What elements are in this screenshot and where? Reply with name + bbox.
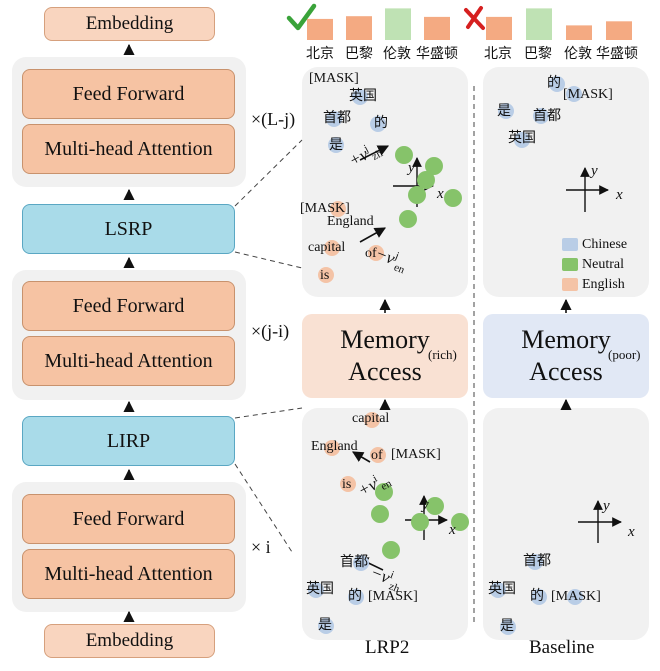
token-de: 的 xyxy=(547,76,561,91)
memory-access-poor: Memory Access xyxy=(483,314,649,398)
bar-label-baseline-0: 北京 xyxy=(484,47,512,62)
bar-label-baseline-1: 巴黎 xyxy=(524,47,552,62)
memory-title-line1: Memory xyxy=(340,325,430,354)
lsrp-block: LSRP xyxy=(22,204,235,254)
axis-y: y xyxy=(603,498,610,514)
bar-label-lrp2-0: 北京 xyxy=(306,47,334,62)
token-of: of xyxy=(365,246,377,261)
token-shoudu: 首都 xyxy=(340,555,368,570)
legend-chinese: Chinese xyxy=(582,237,628,252)
legend-neutral: Neutral xyxy=(582,257,624,272)
bars-lrp2-bar-3 xyxy=(424,16,450,40)
axis-x: x xyxy=(437,186,444,202)
axis-y: y xyxy=(591,163,598,179)
dashed-connectors xyxy=(234,86,475,625)
legend-chinese-swatch xyxy=(562,238,578,251)
token-yingguo: 英国 xyxy=(488,582,516,597)
bar-label-lrp2-3: 华盛顿 xyxy=(416,47,458,62)
bars-lrp2-bar-1 xyxy=(346,16,372,40)
memory-access-rich: Memory Access xyxy=(302,314,468,398)
token-mask: [MASK] xyxy=(309,71,359,86)
chinese-dots xyxy=(308,76,583,635)
multiplier-top: ×(L-j) xyxy=(251,109,296,129)
axis-x: x xyxy=(449,522,456,538)
axis-y: y xyxy=(422,497,429,513)
axis-x: x xyxy=(616,187,623,203)
token-mask: [MASK] xyxy=(368,589,418,604)
bar-label-baseline-2: 伦敦 xyxy=(564,47,592,62)
embedding-bottom: Embedding xyxy=(44,624,215,658)
token-capital: capital xyxy=(308,240,346,255)
memory-title-line2: Access xyxy=(529,357,603,386)
token-yingguo: 英国 xyxy=(306,582,334,597)
legend-english-swatch xyxy=(562,278,578,291)
token-mask: [MASK] xyxy=(563,87,613,102)
embedding-top: Embedding xyxy=(44,7,215,41)
bars-lrp2 xyxy=(307,8,450,40)
check-icon xyxy=(286,3,317,31)
token-shi: 是 xyxy=(497,104,511,119)
caption-baseline: Baseline xyxy=(529,637,595,658)
memory-poor-label: (poor) xyxy=(608,347,641,362)
token-mask: [MASK] xyxy=(551,589,601,604)
cross-icon xyxy=(464,6,485,30)
axis-x: x xyxy=(628,524,635,540)
memory-title-line2: Access xyxy=(348,357,422,386)
neutral-dots xyxy=(371,146,469,559)
memory-rich-label: (rich) xyxy=(428,347,457,362)
token-mask: [MASK] xyxy=(391,447,441,462)
bars-baseline-bar-2 xyxy=(566,25,592,40)
lrp2-upper-panel xyxy=(302,67,468,297)
token-shi: 是 xyxy=(500,619,514,634)
bar-label-baseline-3: 华盛顿 xyxy=(596,47,638,62)
feed-forward-top: Feed Forward xyxy=(22,69,235,119)
bar-label-lrp2-1: 巴黎 xyxy=(345,47,373,62)
bars-lrp2-bar-0 xyxy=(307,18,333,40)
token-shi: 是 xyxy=(329,138,343,153)
token-yingguo: 英国 xyxy=(508,131,536,146)
token-is: is xyxy=(342,477,352,492)
token-shoudu: 首都 xyxy=(533,109,561,124)
token-shi: 是 xyxy=(318,618,332,633)
lirp-block: LIRP xyxy=(22,416,235,466)
token-shoudu: 首都 xyxy=(523,554,551,569)
feed-forward-mid: Feed Forward xyxy=(22,281,235,331)
token-shoudu: 首都 xyxy=(323,111,351,126)
feed-forward-bottom: Feed Forward xyxy=(22,494,235,544)
multihead-attention-bottom: Multi-head Attention xyxy=(22,549,235,599)
token-england: England xyxy=(327,214,374,229)
axes-crosses xyxy=(393,157,622,543)
bars-baseline-bar-3 xyxy=(606,21,632,40)
token-england: England xyxy=(311,439,358,454)
token-yingguo: 英国 xyxy=(349,89,377,104)
token-capital: capital xyxy=(352,411,390,426)
token-de: 的 xyxy=(530,589,544,604)
bar-label-lrp2-2: 伦敦 xyxy=(383,47,411,62)
caption-lrp2: LRP2 xyxy=(365,637,410,658)
bars-baseline-bar-0 xyxy=(486,16,512,40)
bars-lrp2-bar-2 xyxy=(385,8,411,40)
multihead-attention-mid: Multi-head Attention xyxy=(22,336,235,386)
multihead-attention-top: Multi-head Attention xyxy=(22,124,235,174)
panel-arrows xyxy=(379,298,572,411)
multiplier-mid: ×(j-i) xyxy=(251,321,290,341)
token-de: 的 xyxy=(374,116,388,131)
token-de: 的 xyxy=(348,589,362,604)
token-of: of xyxy=(371,448,383,463)
english-dots xyxy=(318,201,386,492)
bars-baseline-bar-1 xyxy=(526,8,552,40)
legend-neutral-swatch xyxy=(562,258,578,271)
token-is: is xyxy=(320,268,330,283)
axis-y: y xyxy=(408,160,415,176)
token-mask: [MASK] xyxy=(300,201,350,216)
multiplier-bottom: × i xyxy=(251,537,271,557)
legend-english: English xyxy=(582,277,625,292)
memory-title-line1: Memory xyxy=(521,325,611,354)
bars-baseline xyxy=(486,8,632,40)
